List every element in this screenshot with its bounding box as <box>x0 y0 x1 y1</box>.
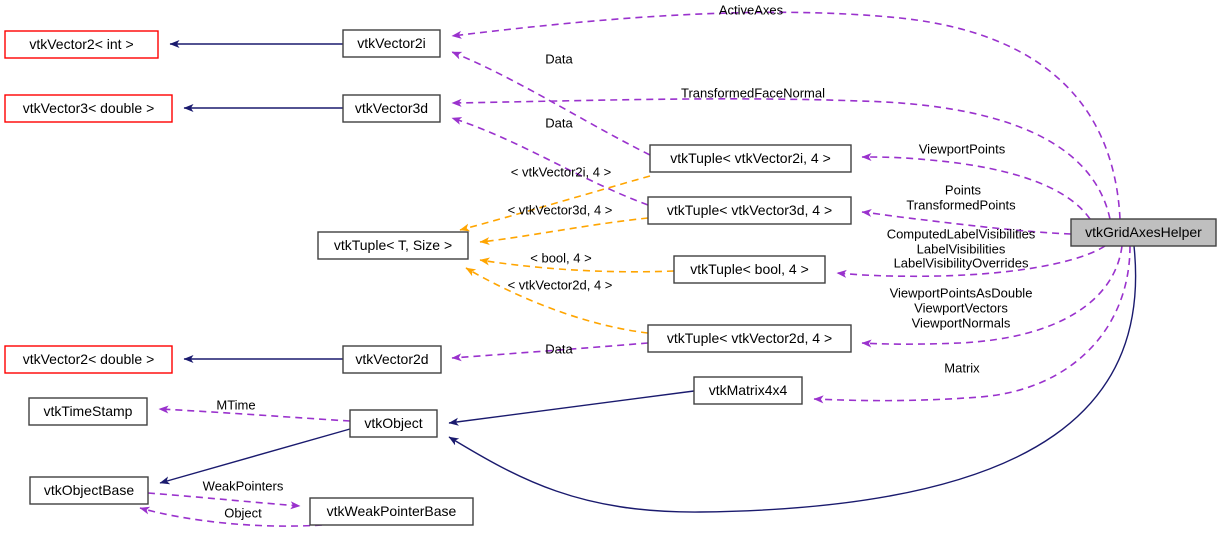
node-label-tupleVector2i4: vtkTuple< vtkVector2i, 4 > <box>670 150 831 166</box>
edge-matrix <box>813 245 1131 404</box>
edge-label-data-vector2d: Data <box>545 341 573 356</box>
node-label-vtkObjectBase: vtkObjectBase <box>44 482 134 498</box>
node-vtkWeakPointerBase[interactable]: vtkWeakPointerBase <box>309 497 474 526</box>
edge-label-mtime: MTime <box>216 397 255 412</box>
node-label-vtkVector2Double: vtkVector2< double > <box>23 351 155 367</box>
node-tupleVector2i4[interactable]: vtkTuple< vtkVector2i, 4 > <box>649 144 852 173</box>
edge-label-template-vector2d4: < vtkVector2d, 4 > <box>508 277 613 292</box>
node-vtkVector3Double[interactable]: vtkVector3< double > <box>4 94 173 123</box>
edge-data-vector2i <box>451 51 651 156</box>
edge-template-vector2d4 <box>465 267 649 334</box>
edge-label-activeaxes: ActiveAxes <box>719 2 784 17</box>
edge-vtkGridAxesHelper-to-vtkObject <box>448 245 1137 513</box>
edge-weakpointers <box>147 492 301 510</box>
edge-label-points: Points <box>945 182 982 197</box>
node-vtkVector2d[interactable]: vtkVector2d <box>342 345 442 374</box>
edge-label-transformedfacenormal: TransformedFaceNormal <box>681 85 825 100</box>
edge-data-vector2d <box>451 342 649 362</box>
edge-vtkMatrix4x4-to-vtkObject <box>448 390 695 426</box>
edge-label-viewportptsasdouble: ViewportPointsAsDouble <box>890 285 1033 300</box>
edge-label-viewportnormals: ViewportNormals <box>912 315 1011 330</box>
node-label-vtkWeakPointerBase: vtkWeakPointerBase <box>327 503 457 519</box>
node-label-tupleVector3d4: vtkTuple< vtkVector3d, 4 > <box>667 202 832 218</box>
edge-label-data-vector2i: Data <box>545 51 573 66</box>
edge-label-template-vector2i4: < vtkVector2i, 4 > <box>511 164 611 179</box>
node-label-tupleVector2d4: vtkTuple< vtkVector2d, 4 > <box>667 330 832 346</box>
node-vtkObject[interactable]: vtkObject <box>349 409 438 438</box>
edge-activeaxes <box>451 11 1121 220</box>
edge-label-transformedpoints: TransformedPoints <box>906 197 1016 212</box>
edge-label-labelvisoverrides: LabelVisibilityOverrides <box>894 255 1029 270</box>
edge-template-vector3d4 <box>479 217 649 246</box>
node-tupleVector3d4[interactable]: vtkTuple< vtkVector3d, 4 > <box>647 196 852 225</box>
edge-template-vector2i4 <box>459 175 651 232</box>
edge-label-labelvisibilities: LabelVisibilities <box>917 241 1006 256</box>
edge-label-matrix: Matrix <box>944 360 980 375</box>
node-label-vtkTimeStamp: vtkTimeStamp <box>44 403 133 419</box>
edge-label-weakpointers: WeakPointers <box>203 478 284 493</box>
edge-label-viewportpoints: ViewportPoints <box>919 141 1006 156</box>
node-vtkTimeStamp[interactable]: vtkTimeStamp <box>28 397 148 426</box>
edge-vtkObject-to-vtkObjectBase <box>159 428 351 485</box>
node-vtkVector2i[interactable]: vtkVector2i <box>342 29 441 58</box>
node-label-vtkVector2Int: vtkVector2< int > <box>29 36 133 52</box>
template-edges <box>459 175 675 334</box>
node-label-vtkObject: vtkObject <box>364 415 422 431</box>
node-label-vtkVector2d: vtkVector2d <box>355 351 428 367</box>
node-vtkMatrix4x4[interactable]: vtkMatrix4x4 <box>693 376 803 405</box>
node-vtkGridAxesHelper[interactable]: vtkGridAxesHelper <box>1070 218 1217 247</box>
node-vtkVector2Double[interactable]: vtkVector2< double > <box>4 345 173 374</box>
usage-edges <box>139 11 1131 527</box>
node-vtkVector3d[interactable]: vtkVector3d <box>342 94 441 123</box>
inheritance-edges <box>159 40 1137 513</box>
edge-labelvisibilities <box>836 245 1106 278</box>
node-label-vtkVector2i: vtkVector2i <box>357 35 425 51</box>
edge-label-template-bool4: < bool, 4 > <box>530 250 591 265</box>
edge-labels: ActiveAxes Data TransformedFaceNormal Da… <box>203 2 1036 520</box>
node-vtkObjectBase[interactable]: vtkObjectBase <box>29 476 149 505</box>
edge-label-template-vector3d4: < vtkVector3d, 4 > <box>508 202 613 217</box>
node-label-vtkMatrix4x4: vtkMatrix4x4 <box>709 382 788 398</box>
edge-label-viewportvectors: ViewportVectors <box>914 300 1008 315</box>
edge-data-vector3d <box>451 117 649 206</box>
node-tupleTSize[interactable]: vtkTuple< T, Size > <box>317 231 469 260</box>
edge-viewportpoints <box>861 153 1091 220</box>
node-label-tupleBool4: vtkTuple< bool, 4 > <box>690 261 809 277</box>
node-tupleBool4[interactable]: vtkTuple< bool, 4 > <box>673 255 826 284</box>
node-tupleVector2d4[interactable]: vtkTuple< vtkVector2d, 4 > <box>647 324 852 353</box>
edge-points-transformedpoints <box>861 208 1072 235</box>
node-label-vtkVector3d: vtkVector3d <box>355 100 428 116</box>
edge-template-bool4 <box>479 257 675 273</box>
edge-viewportvectors <box>861 245 1123 348</box>
edge-label-computedlabelvis: ComputedLabelVisibilities <box>887 226 1036 241</box>
nodes: vtkVector2< int > vtkVector2i vtkVector3… <box>4 29 1217 526</box>
node-label-vtkVector3Double: vtkVector3< double > <box>23 100 155 116</box>
edge-transformedfacenormal <box>451 98 1111 220</box>
edge-label-object: Object <box>224 505 262 520</box>
edge-label-data-vector3d: Data <box>545 115 573 130</box>
node-vtkVector2Int[interactable]: vtkVector2< int > <box>4 30 159 59</box>
edge-mtime <box>158 405 351 422</box>
node-label-tupleTSize: vtkTuple< T, Size > <box>334 237 452 253</box>
node-label-vtkGridAxesHelper: vtkGridAxesHelper <box>1085 224 1202 240</box>
